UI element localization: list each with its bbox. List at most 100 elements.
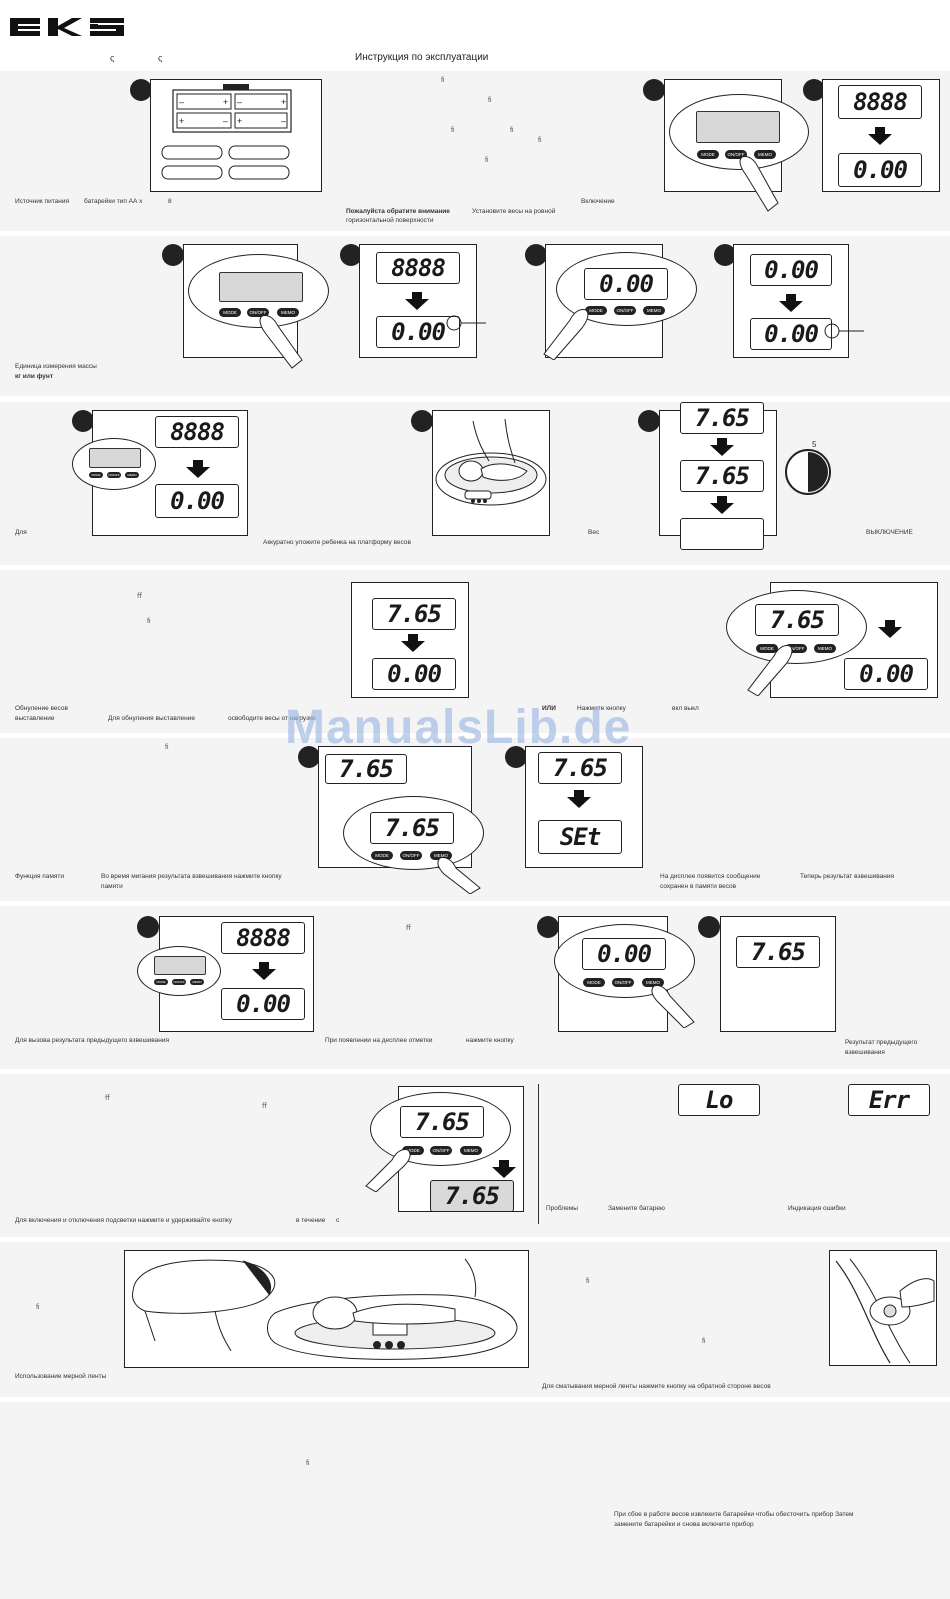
recall-result-figure — [720, 916, 836, 1032]
memo-button[interactable]: MEMO — [643, 306, 665, 315]
result-label-2: взвешивания — [845, 1049, 885, 1056]
eks-logo — [10, 18, 124, 36]
svg-text:+: + — [179, 116, 184, 126]
memo-button[interactable]: MEMO — [754, 150, 776, 159]
mode-button[interactable]: MODE — [89, 472, 103, 478]
arrow-down-icon — [405, 292, 429, 310]
lcd-display-blank — [680, 518, 764, 550]
memo-button[interactable]: MEMO — [460, 1146, 482, 1155]
memory-label: Функция памяти — [15, 873, 65, 880]
fail-text: При сбое в работе весов извлеките батаре… — [614, 1511, 854, 1518]
lcd-display: 7.65 — [680, 402, 764, 434]
mode-button[interactable]: MODE — [402, 1146, 424, 1155]
memo-button[interactable]: MEMO — [125, 472, 139, 478]
display-screen — [89, 448, 141, 468]
finger-icon — [365, 1149, 411, 1192]
lcd-display: 0.00 — [155, 484, 239, 518]
tape-rewind-illustration — [835, 1258, 935, 1364]
memo-button[interactable]: MEMO — [277, 308, 299, 317]
lcd-display: 8888 — [838, 85, 922, 119]
memo-button[interactable]: MEMO — [814, 644, 836, 653]
finger-icon — [437, 857, 481, 894]
lcd-display: 7.65 — [755, 604, 839, 636]
onoff-button[interactable]: ON/OFF — [785, 644, 807, 653]
lcd-display: 0.00 — [838, 153, 922, 187]
lcd-display-backlit: 7.65 — [430, 1180, 514, 1212]
timer-value: 5 — [812, 440, 817, 449]
display-screen — [219, 272, 303, 302]
unit-value: кг или фунт — [15, 373, 54, 380]
battery-icon: –+ –+ +– +– — [161, 84, 292, 180]
mode-button[interactable]: MODE — [583, 978, 605, 987]
power-source-value: батарейки тип АА x — [84, 198, 143, 205]
mode-button[interactable]: MODE — [756, 644, 778, 653]
lcd-display: 0.00 — [582, 938, 666, 970]
rewind-text: Для сматывания мерной ленты нажмите кноп… — [542, 1383, 771, 1390]
memory-text: Во время мигания результата взвешивания … — [101, 873, 282, 880]
onoff-button[interactable]: ON/OFF — [400, 851, 422, 860]
arrow-down-icon — [401, 634, 425, 652]
lcd-display: Err — [848, 1084, 930, 1116]
glyph: ﬁ — [147, 618, 151, 625]
memo-button[interactable]: MEMO — [642, 978, 664, 987]
mode-button[interactable]: MODE — [219, 308, 241, 317]
step-marker — [803, 79, 825, 101]
recall-label: Для вызова результата предыдущего взвеши… — [15, 1037, 170, 1044]
battery-compartment-figure: –+ –+ +– +– — [150, 79, 322, 192]
mode-button[interactable]: MODE — [154, 979, 168, 985]
now-text: Теперь результат взвешивания — [800, 873, 895, 880]
arrow-down-icon — [710, 496, 734, 514]
onoff-button[interactable]: ON/OFF — [725, 150, 747, 159]
power-source-label: Источник питания — [15, 198, 69, 205]
finger-icon — [543, 309, 589, 360]
onoff-button[interactable]: ON/OFF — [614, 306, 636, 315]
lcd-display-blinking: 7.65 — [325, 754, 407, 784]
svg-text:–: – — [179, 97, 184, 107]
lcd-display: 7.65 — [372, 598, 456, 630]
mode-button[interactable]: MODE — [697, 150, 719, 159]
step-marker — [698, 916, 720, 938]
onoff-button[interactable]: ON/OFF — [107, 472, 121, 478]
display-screen — [154, 956, 206, 975]
arrow-down-icon — [710, 438, 734, 456]
press-text: нажмите кнопку — [466, 1037, 514, 1044]
mode-button[interactable]: MODE — [371, 851, 393, 860]
for-label: Для — [15, 529, 27, 536]
lcd-display-blinking: 7.65 — [680, 460, 764, 492]
onoff-button[interactable]: ON/OFF — [172, 979, 186, 985]
svg-text:+: + — [237, 116, 242, 126]
lcd-display: 7.65 — [400, 1106, 484, 1138]
mode-button[interactable]: MODE — [585, 306, 607, 315]
step-marker — [505, 746, 527, 768]
onoff-label: вкл выкл — [672, 705, 699, 712]
notice-text: Установите весы на ровной — [472, 208, 556, 215]
finger-icon — [259, 315, 303, 369]
tare-sub: выставление — [15, 715, 55, 722]
memo-button[interactable]: MEMO — [190, 979, 204, 985]
onoff-button[interactable]: ON/OFF — [612, 978, 634, 987]
memo-button[interactable]: MEMO — [430, 851, 452, 860]
step-marker — [340, 244, 362, 266]
glyph: ﬀ — [262, 1103, 267, 1110]
memory-text-2: памяти — [101, 883, 123, 890]
unit-label: Единица измерения массы — [15, 363, 97, 370]
power-on-label: Включение — [581, 198, 615, 205]
arrow-down-icon — [868, 127, 892, 145]
glyph: ﬁ — [538, 137, 542, 144]
step-marker — [714, 244, 736, 266]
glyph: ﬁ — [451, 127, 455, 134]
onoff-button[interactable]: ON/OFF — [430, 1146, 452, 1155]
tare-label: Обнуление весов — [15, 705, 68, 712]
weight-label: Вес — [588, 529, 600, 536]
appear-text: При появлении на десплее отметки — [325, 1037, 433, 1044]
notice-label: Пожалуйста обратите внимание — [346, 208, 450, 215]
arrow-down-icon — [878, 620, 902, 638]
onoff-button[interactable]: ON/OFF — [247, 308, 269, 317]
timer-icon — [785, 449, 831, 495]
arrow-down-icon — [567, 790, 591, 808]
display-msg-2: сохранен в памяти весов — [660, 883, 737, 890]
lcd-display: 0.00 — [584, 268, 668, 300]
glyph: ﬀ — [105, 1095, 110, 1102]
step-marker — [537, 916, 559, 938]
tare-for: Для обнуления выставление — [108, 715, 195, 722]
